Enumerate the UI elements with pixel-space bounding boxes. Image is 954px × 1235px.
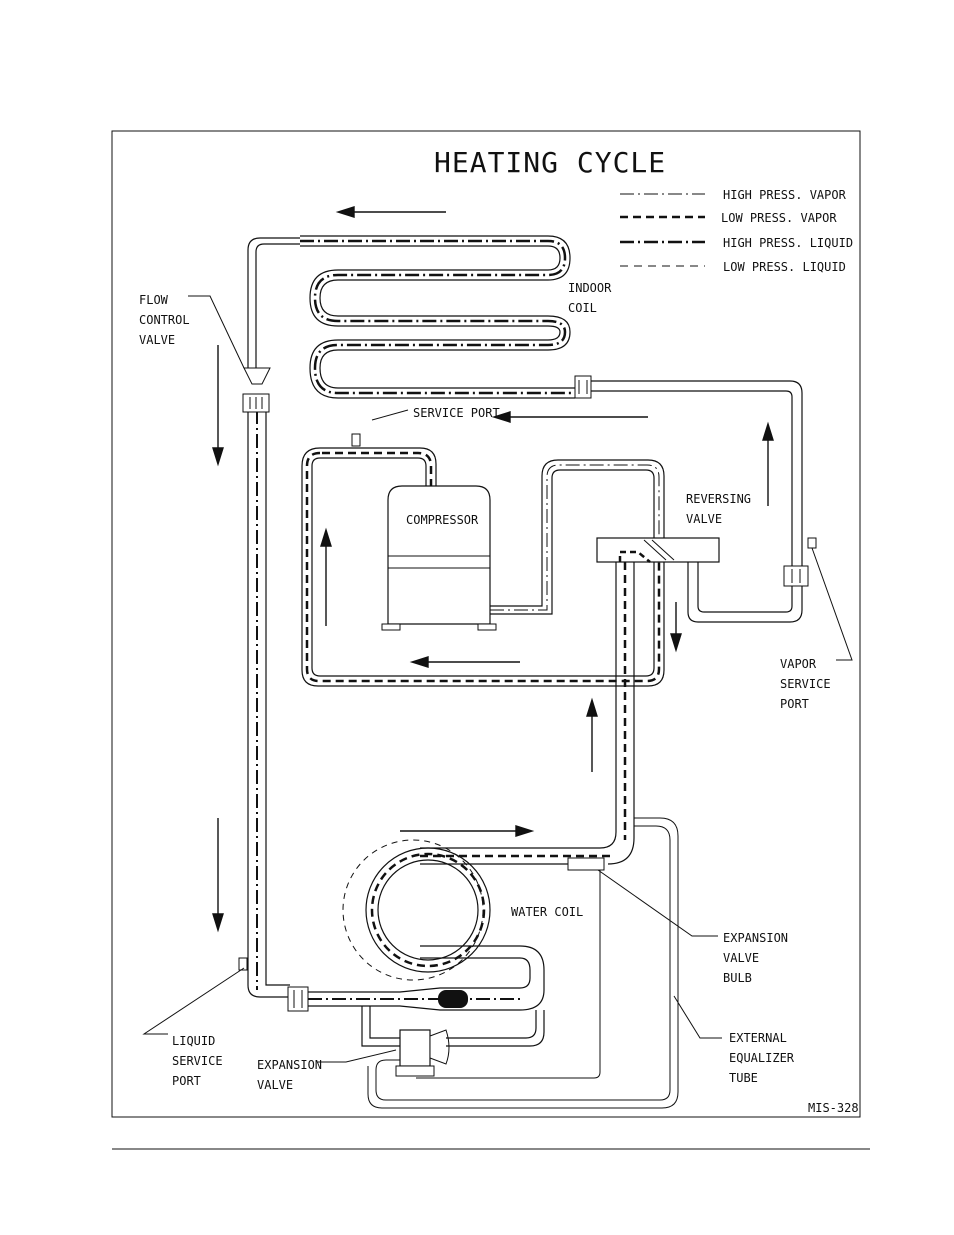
reversing-valve-label-2: VALVE [686,512,722,526]
legend-label-3: LOW PRESS. LIQUID [723,260,846,274]
external-equalizer-tube-label-3: TUBE [729,1071,758,1085]
service-port-label: SERVICE PORT [413,406,500,420]
expansion-valve [362,1006,544,1076]
expansion-valve-bulb-label-3: BULB [723,971,752,985]
legend-label-2: HIGH PRESS. LIQUID [723,236,853,250]
diagram-title: HEATING CYCLE [434,146,666,179]
liquid-service-port-label-3: PORT [172,1074,201,1088]
external-equalizer-tube-label-1: EXTERNAL [729,1031,787,1045]
drawing-id: MIS-328 [808,1101,859,1115]
legend-label-0: HIGH PRESS. VAPOR [723,188,847,202]
liquid-service-port-label-1: LIQUID [172,1034,215,1048]
vapor-service-port-label-3: PORT [780,697,809,711]
expansion-valve-label-2: VALVE [257,1078,293,1092]
expansion-valve-bulb-label-2: VALVE [723,951,759,965]
expansion-valve-bulb-label-1: EXPANSION [723,931,788,945]
expansion-valve-label-1: EXPANSION [257,1058,322,1072]
liquid-service-port-label-2: SERVICE [172,1054,223,1068]
compressor-shell [388,486,490,624]
vapor-service-port-label-2: SERVICE [780,677,831,691]
legend-label-1: LOW PRESS. VAPOR [721,211,837,225]
external-equalizer-tube-label-2: EQUALIZER [729,1051,795,1065]
flow-control-valve-label-2: CONTROL [139,313,190,327]
indoor-coil-label-1: INDOOR [568,281,612,295]
compressor-label: COMPRESSOR [406,513,479,527]
legend: HIGH PRESS. VAPOR LOW PRESS. VAPOR HIGH … [620,188,853,274]
vapor-service-port-label-1: VAPOR [780,657,817,671]
flow-control-valve-label-1: FLOW [139,293,169,307]
water-coil-label: WATER COIL [511,905,583,919]
flow-control-valve-label-3: VALVE [139,333,175,347]
liquid-line [239,368,544,1011]
reversing-valve-label-1: REVERSING [686,492,751,506]
indoor-coil-label-2: COIL [568,301,597,315]
